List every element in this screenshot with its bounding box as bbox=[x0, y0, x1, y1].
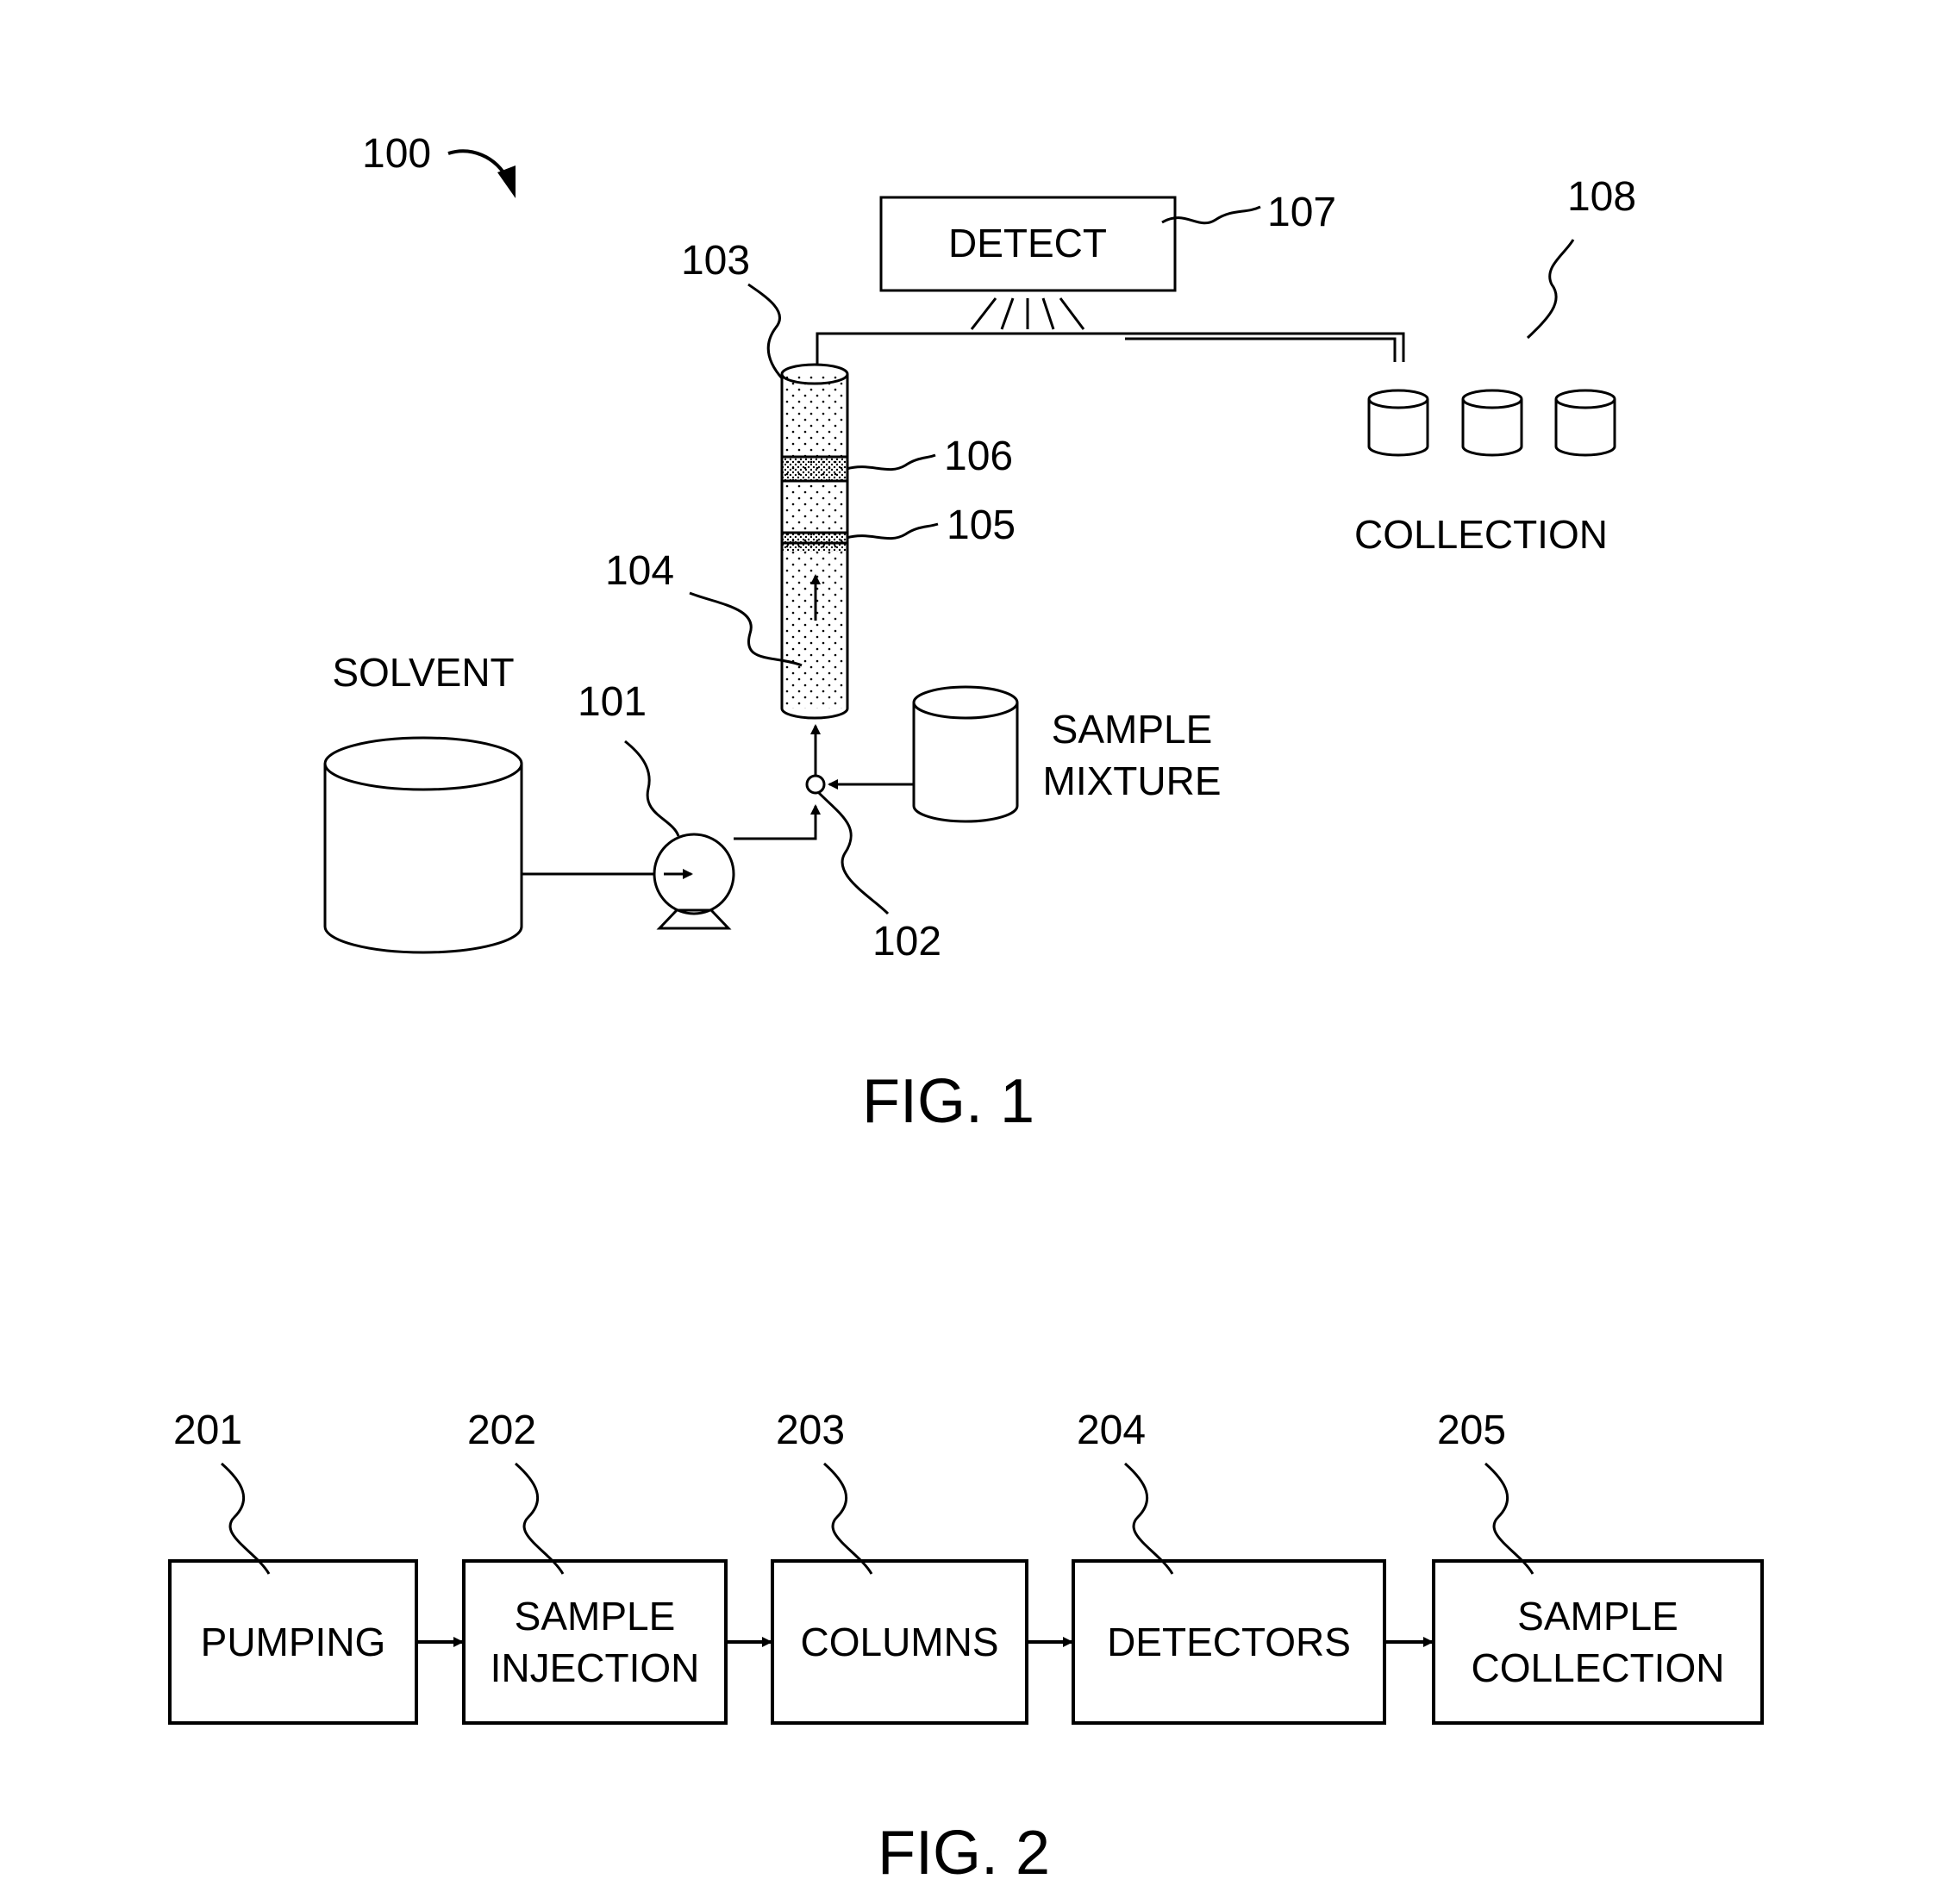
flow-step-label-line1: SAMPLE bbox=[1517, 1594, 1678, 1639]
ref-202-leader bbox=[516, 1464, 563, 1574]
flow-step-label: DETECTORS bbox=[1107, 1620, 1351, 1664]
pump bbox=[654, 834, 734, 928]
ref-101: 101 bbox=[578, 679, 647, 725]
ref-201-leader bbox=[222, 1464, 269, 1574]
detector-rays bbox=[972, 298, 1084, 329]
ref-205: 205 bbox=[1437, 1408, 1506, 1453]
ref-100-arrow bbox=[448, 151, 509, 181]
flow-step-label: COLUMNS bbox=[800, 1620, 998, 1664]
solvent-reservoir bbox=[325, 738, 522, 952]
collection-vessels bbox=[1369, 390, 1615, 455]
ref-205-leader bbox=[1485, 1464, 1533, 1574]
ref-202: 202 bbox=[467, 1408, 536, 1453]
chromatography-column bbox=[782, 365, 847, 718]
ref-203: 203 bbox=[776, 1408, 845, 1453]
outlet-tubing-inner bbox=[1125, 339, 1395, 362]
flow-step-box bbox=[464, 1561, 726, 1723]
flow-step-202: SAMPLE INJECTION 202 bbox=[464, 1408, 726, 1723]
flow-step-label-line2: COLLECTION bbox=[1472, 1645, 1725, 1690]
ref-204-leader bbox=[1125, 1464, 1172, 1574]
fig2-flow-diagram: PUMPING201SAMPLEINJECTION202COLUMNS203DE… bbox=[170, 1408, 1762, 1723]
ref-108-leader bbox=[1528, 240, 1573, 338]
ref-100: 100 bbox=[362, 131, 431, 177]
flow-step-label-line2: INJECTION bbox=[491, 1645, 700, 1690]
collection-vial-1 bbox=[1369, 390, 1428, 455]
ref-105: 105 bbox=[947, 503, 1016, 548]
ref-104: 104 bbox=[605, 548, 674, 594]
ref-204: 204 bbox=[1077, 1408, 1146, 1453]
flow-step-box bbox=[1434, 1561, 1762, 1723]
collection-vial-3 bbox=[1556, 390, 1615, 455]
flow-step-203: COLUMNS 203 bbox=[772, 1408, 1027, 1723]
ref-103-leader bbox=[748, 284, 783, 379]
collection-label: COLLECTION bbox=[1354, 512, 1608, 557]
sample-mixture-reservoir bbox=[914, 687, 1017, 821]
ref-101-leader bbox=[625, 741, 678, 836]
flow-step-204: DETECTORS 204 bbox=[1073, 1408, 1384, 1723]
ref-102: 102 bbox=[872, 919, 941, 964]
ref-106-leader bbox=[847, 455, 935, 470]
flow-step-201: PUMPING 201 bbox=[170, 1408, 416, 1723]
fig1-diagram: 100 DETECT 107 bbox=[325, 131, 1636, 1136]
ref-107-leader bbox=[1162, 207, 1260, 223]
fig2-caption: FIG. 2 bbox=[878, 1819, 1050, 1888]
sample-mixture-label-line2: MIXTURE bbox=[1043, 758, 1222, 803]
ref-107: 107 bbox=[1267, 190, 1336, 235]
ref-103: 103 bbox=[681, 238, 750, 284]
ref-203-leader bbox=[824, 1464, 872, 1574]
injector-valve bbox=[807, 776, 824, 793]
ref-106: 106 bbox=[944, 434, 1013, 479]
collection-vial-2 bbox=[1463, 390, 1522, 455]
separation-band-106 bbox=[783, 457, 847, 481]
ref-102-leader bbox=[819, 793, 888, 914]
flow-step-205: SAMPLE COLLECTION 205 bbox=[1434, 1408, 1762, 1723]
ref-105-leader bbox=[847, 524, 938, 539]
solvent-label: SOLVENT bbox=[332, 650, 514, 695]
fig1-caption: FIG. 1 bbox=[862, 1067, 1034, 1136]
ref-201: 201 bbox=[173, 1408, 242, 1453]
sample-mixture-label-line1: SAMPLE bbox=[1052, 707, 1213, 752]
flow-step-label-line1: SAMPLE bbox=[515, 1594, 676, 1639]
detect-label: DETECT bbox=[948, 221, 1107, 265]
ref-108: 108 bbox=[1567, 174, 1636, 220]
pump-to-injector-line bbox=[734, 806, 816, 839]
flow-step-label: PUMPING bbox=[201, 1620, 386, 1664]
